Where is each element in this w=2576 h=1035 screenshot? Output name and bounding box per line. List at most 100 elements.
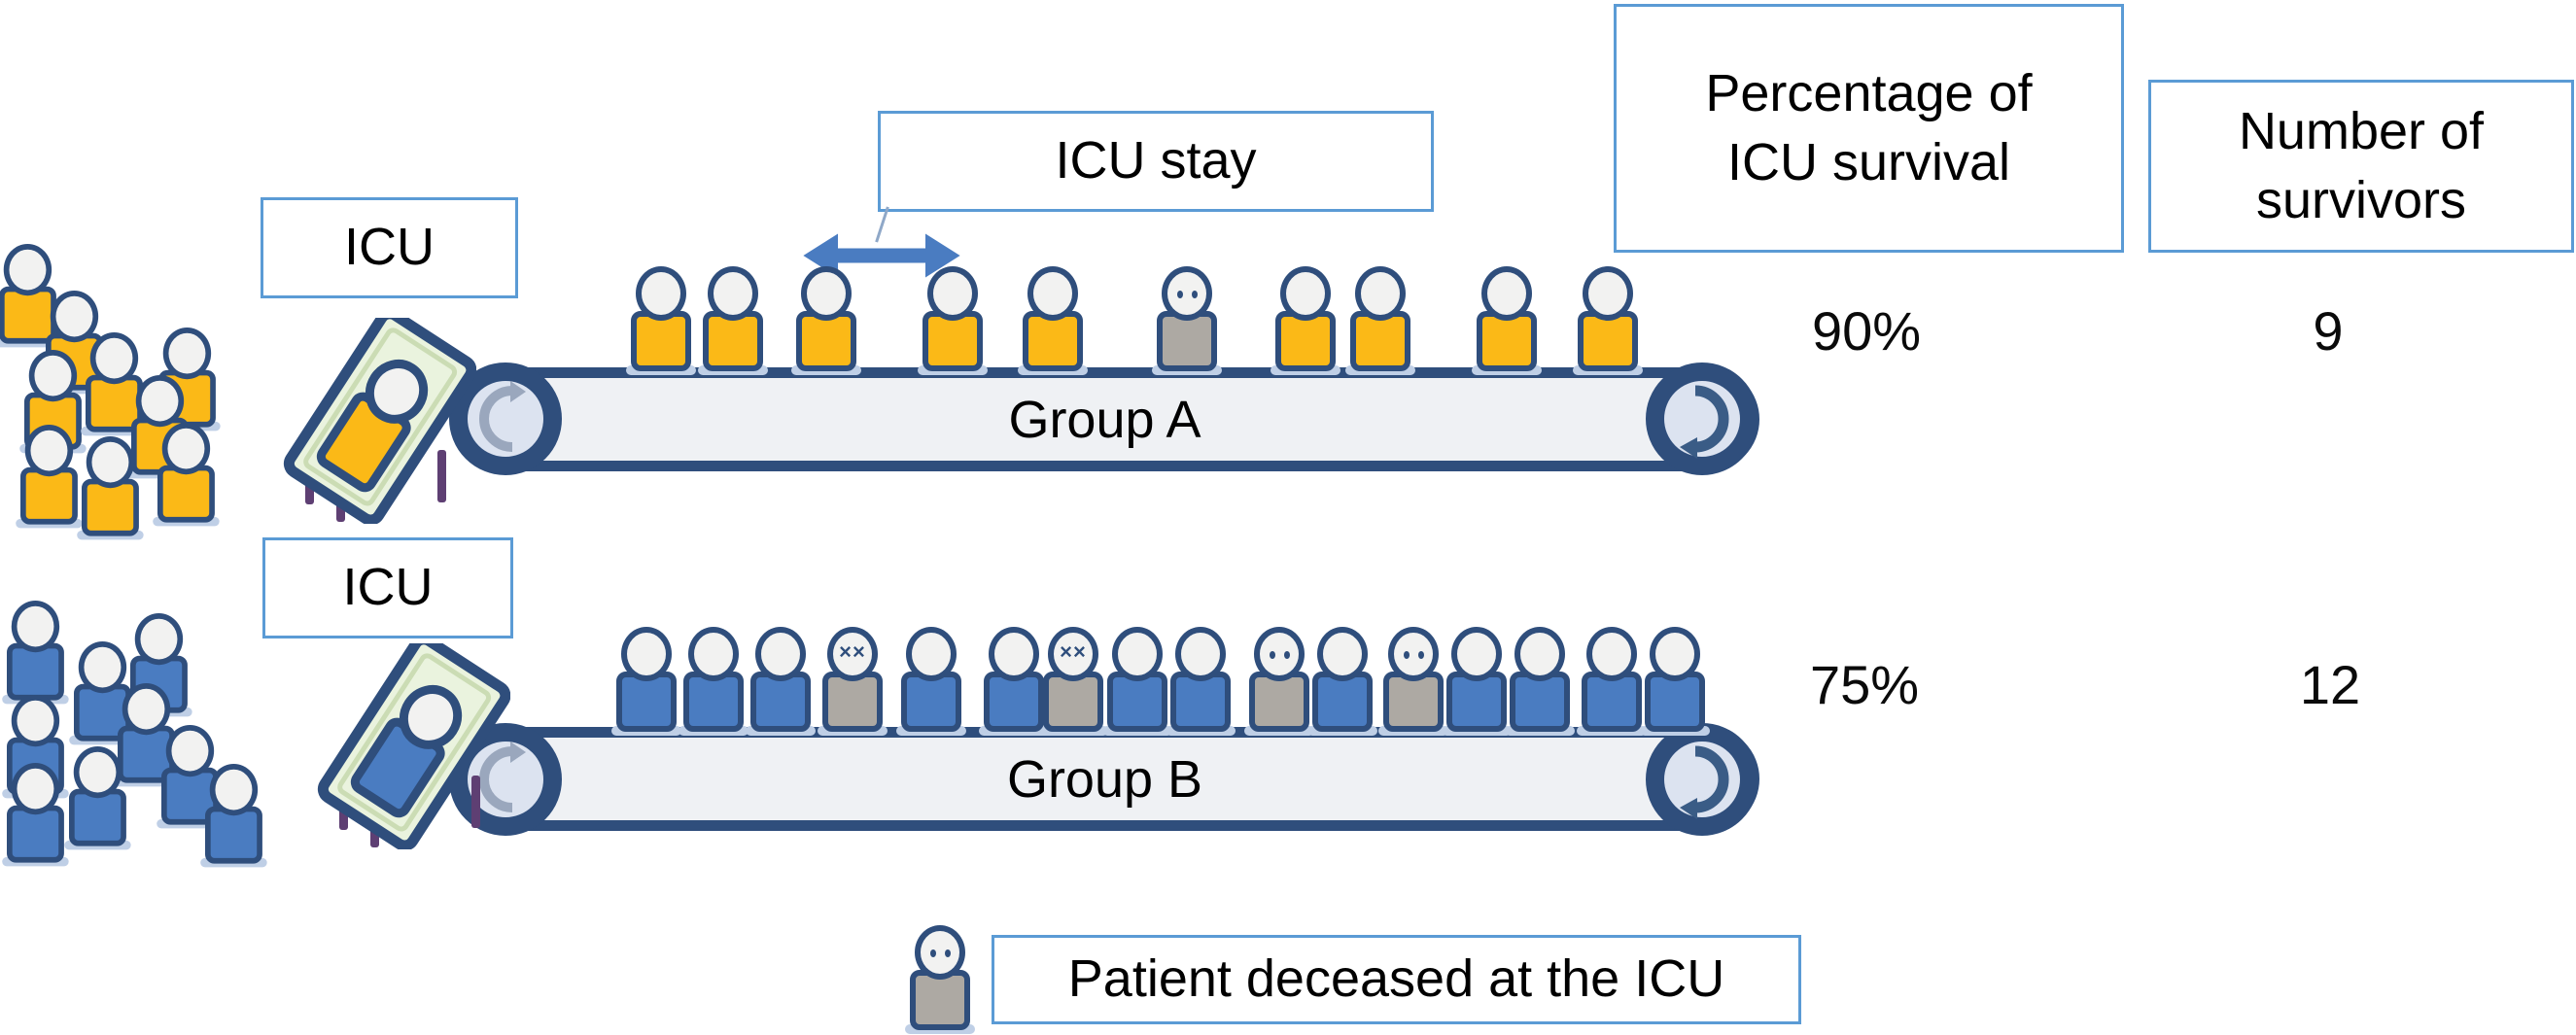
person-head [1317,627,1368,681]
person-head [78,641,127,694]
person-head [688,627,739,681]
person-body [822,672,883,732]
person-body [82,478,139,536]
closed-eyes-dots [1269,651,1290,659]
patient-icon [698,266,768,375]
person-head [50,291,99,343]
patient-icon [1640,627,1710,736]
person-head [162,328,212,380]
person-head [1280,266,1331,321]
person-head [122,683,171,736]
person-head [1650,627,1700,681]
icu-label-box-group-b: ICU [262,537,513,638]
legend-label-box: Patient deceased at the ICU [992,935,1801,1024]
person-head [915,925,965,980]
crowd-person-icon [64,746,131,850]
conveyor-belt-group-b: Group B [450,727,1759,831]
person-head [134,613,184,666]
patient-icon [896,627,966,736]
person-body [1107,672,1167,732]
person-body [631,311,691,371]
crowd-person-icon [2,763,69,867]
person-head [1254,627,1305,681]
crowd-person-icon [153,423,220,527]
closed-eyes-dots [1403,651,1424,659]
stretcher-icon-group-b [317,643,510,849]
person-head: ×× [1048,627,1098,681]
person-head [161,423,211,475]
icu-stay-label-box: ICU stay [878,111,1434,212]
person-head [11,601,60,653]
person-head [135,375,185,428]
person-head [11,695,60,747]
patient-icon [918,266,988,375]
person-head [621,627,672,681]
person-head [927,266,978,321]
patient-icon [1442,627,1512,736]
person-head [24,425,74,477]
person-head [3,244,52,296]
person-body [1578,311,1638,371]
icu-stay-double-arrow-icon [803,233,960,278]
person-body [1275,311,1336,371]
crowd-person-icon [69,641,136,745]
patient-icon [1345,266,1415,375]
belt-b-right-roller-icon [1646,723,1758,836]
belt-a-right-roller-icon [1646,362,1758,475]
crowd-person-icon [77,436,144,540]
patient-icon [1573,266,1643,375]
closed-eyes-dots [1176,291,1198,298]
person-head [86,436,135,489]
person-body [157,465,215,523]
person-head [1112,627,1163,681]
crossed-eyes-xx: ×× [1060,639,1087,664]
crowd-person-icon [113,683,180,787]
crowd-person-icon [200,764,267,868]
person-head [1388,627,1439,681]
patient-icon [1577,627,1647,736]
person-head [906,627,957,681]
patient-icon [979,627,1049,736]
person-head [28,350,78,402]
icu-label-box-group-a: ICU [261,197,518,298]
person-body [20,466,78,525]
person-head [1583,266,1633,321]
patient-icon [791,266,861,375]
person-head [1481,266,1532,321]
deceased-patient-icon: ×× [1038,627,1108,736]
person-head [1355,266,1406,321]
belt-a-left-roller-icon [449,362,562,475]
stretcher-icon-group-a [283,318,476,524]
person-head [1586,627,1637,681]
crossed-eyes-xx: ×× [839,639,866,664]
deceased-patient-icon [1244,627,1314,736]
percentage-of-icu-survival-header-box: Percentage of ICU survival [1614,4,2124,253]
person-head [1162,266,1212,321]
person-head [1514,627,1565,681]
patient-icon [1018,266,1088,375]
patient-icon [611,627,681,736]
deceased-patient-icon: ×× [818,627,888,736]
patient-icon [1166,627,1236,736]
conveyor-belt-group-a: Group A [450,367,1759,471]
patient-icon [1505,627,1575,736]
group-b-survival-percentage: 75% [1809,654,1920,715]
number-of-survivors-header-box: Number of survivors [2148,80,2574,253]
person-head [708,266,758,321]
person-head [73,746,122,799]
group-a-survival-percentage: 90% [1811,300,1922,362]
crowd-person-icon [157,725,224,829]
deceased-patient-icon [1378,627,1448,736]
group-a-label: Group A [1008,390,1201,449]
group-b-label: Group B [1006,749,1203,809]
patient-icon [1102,627,1172,736]
person-head [1175,627,1226,681]
person-head [755,627,806,681]
patient-icon [746,627,816,736]
crowd-person-icon [16,425,83,529]
person-head [801,266,852,321]
person-head [989,627,1039,681]
person-head [165,725,215,777]
crowd-person-icon [2,601,69,705]
